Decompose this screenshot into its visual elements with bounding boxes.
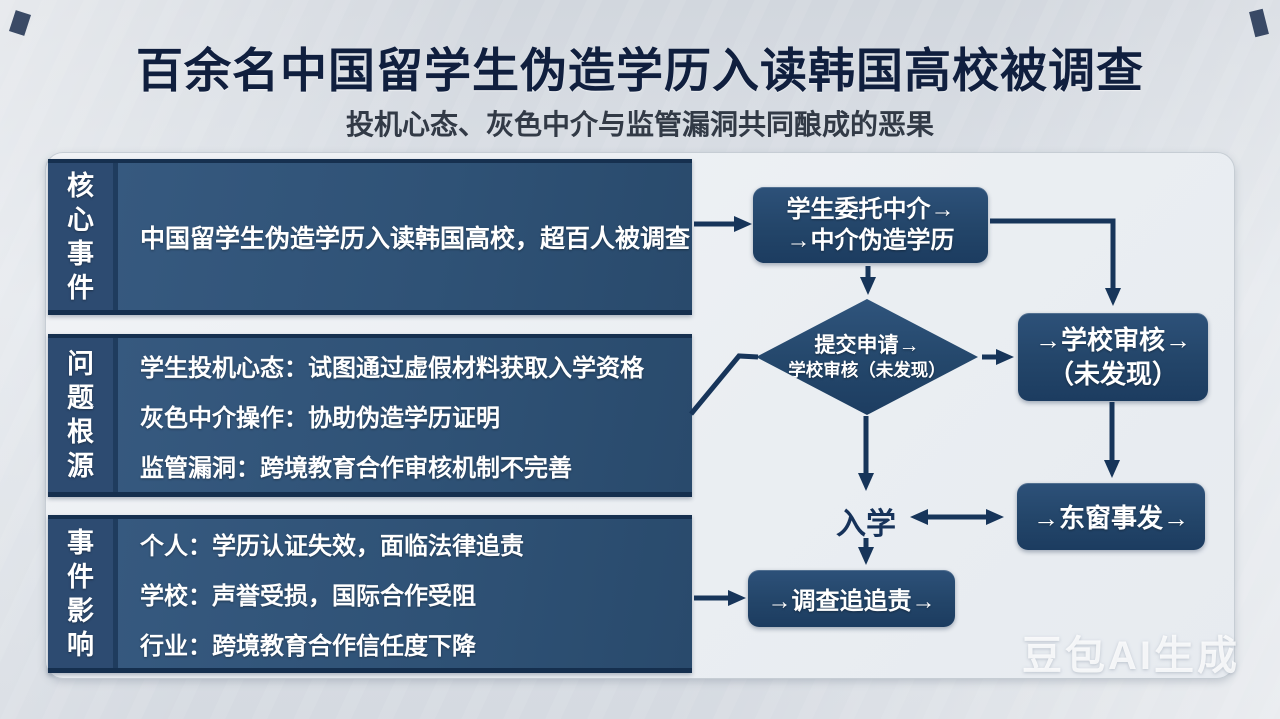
root-cause-line: 灰色中介操作：协助伪造学历证明 (140, 404, 500, 432)
impact-line: 学校：声誉受损，国际合作受阻 (140, 583, 476, 610)
impact-line: 个人：学历认证失效，面临法律追责 (140, 533, 524, 560)
broker-line1: 学生委托中介→ (786, 196, 955, 223)
section-root-causes-content: 学生投机心态：试图通过虚假材料获取入学资格 灰色中介操作：协助伪造学历证明 监管… (118, 338, 692, 492)
page-title: 百余名中国留学生伪造学历入读韩国高校被调查 (136, 44, 1144, 97)
school-review-line1: →学校审核→ (1034, 325, 1191, 355)
exposure-label: →东窗事发→ (1032, 503, 1189, 533)
flow-node-investigation: →调查追追责→ (748, 570, 955, 627)
section-impacts-label: 事件影响 (48, 519, 118, 668)
section-core-event: 核心事件 中国留学生伪造学历入读韩国高校，超百人被调查 (48, 159, 692, 315)
section-root-causes-label: 问题根源 (48, 338, 118, 492)
root-cause-line: 学生投机心态：试图通过虚假材料获取入学资格 (140, 354, 644, 382)
section-root-causes: 问题根源 学生投机心态：试图通过虚假材料获取入学资格 灰色中介操作：协助伪造学历… (48, 334, 692, 497)
section-core-event-content: 中国留学生伪造学历入读韩国高校，超百人被调查 (118, 163, 692, 310)
flow-node-enrollment: 入学 (836, 508, 896, 541)
broker-line2: →中介伪造学历 (786, 227, 955, 254)
page-subtitle: 投机心态、灰色中介与监管漏洞共同酿成的恶果 (345, 109, 934, 140)
impact-line: 行业：跨境教育合作信任度下降 (140, 633, 476, 660)
flow-node-school-review: →学校审核→ （未发现） (1018, 313, 1208, 401)
section-impacts: 事件影响 个人：学历认证失效，面临法律追责 学校：声誉受损，国际合作受阻 行业：… (48, 515, 692, 673)
section-core-event-label: 核心事件 (48, 163, 118, 310)
decision-line2: 学校审核（未发现） (788, 360, 946, 380)
decision-line1: 提交申请→ (814, 334, 920, 357)
investigation-label: →调查追追责→ (767, 588, 936, 615)
section-impacts-content: 个人：学历认证失效，面临法律追责 学校：声誉受损，国际合作受阻 行业：跨境教育合… (118, 519, 692, 668)
school-review-line2: （未发现） (1047, 359, 1178, 389)
ai-watermark: 豆包AI生成 (1022, 634, 1240, 678)
flow-node-broker-forgery: 学生委托中介→ →中介伪造学历 (753, 187, 988, 263)
core-event-line: 中国留学生伪造学历入读韩国高校，超百人被调查 (140, 224, 691, 253)
root-cause-line: 监管漏洞：跨境教育合作审核机制不完善 (140, 454, 572, 482)
flow-node-exposure: →东窗事发→ (1017, 483, 1205, 550)
